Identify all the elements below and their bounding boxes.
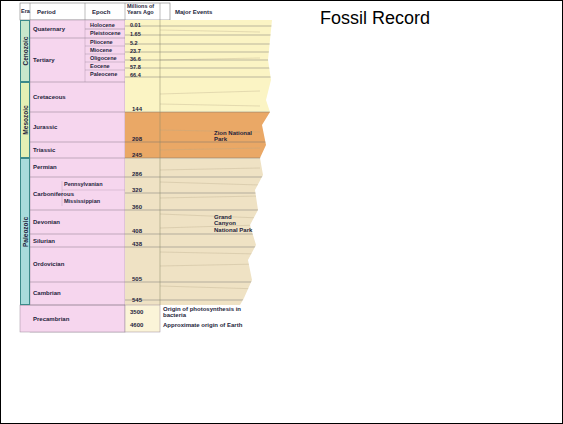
era-label: Mesozoic [22, 105, 29, 134]
period-label: Ordovician [33, 261, 64, 267]
age-number: 0.01 [130, 23, 141, 29]
epoch-label: Miocene [90, 48, 112, 54]
era-band: Paleozoic [20, 158, 30, 305]
era-label: Paleozoic [22, 217, 29, 247]
epoch-label: Pliocene [90, 40, 113, 46]
age-number: 320 [132, 187, 142, 193]
period-label: Cambrian [33, 290, 61, 296]
age-number: 144 [132, 106, 142, 112]
epoch-label: Pleistocene [90, 31, 121, 37]
strata-band: Zion National Park [125, 112, 262, 158]
epoch-label: Oligocene [90, 56, 117, 62]
period-label: Carboniferous [33, 191, 74, 197]
column-header: Millions of Years Ago [127, 4, 161, 16]
age-number: 4600 [130, 322, 143, 328]
column-header: Period [37, 9, 56, 15]
age-number: 545 [132, 297, 142, 303]
age-number: 1.65 [130, 32, 141, 38]
age-number: 286 [132, 171, 142, 177]
era-band: Cenozoic [20, 20, 30, 82]
epoch-label: Paleocene [90, 72, 117, 78]
period-label: Quaternary [33, 26, 65, 32]
event-label: Approximate origin of Earth [163, 322, 273, 328]
event-label: Zion National Park [214, 130, 258, 143]
epoch-label: Holocene [90, 23, 115, 29]
age-number: 57.8 [130, 65, 141, 71]
age-number: 36.6 [130, 57, 141, 63]
age-number: 408 [132, 228, 142, 234]
period-label: Permian [33, 164, 57, 170]
era-band: Mesozoic [20, 82, 30, 158]
period-label: Triassic [33, 147, 55, 153]
age-number: 5.2 [130, 41, 138, 47]
age-number: 245 [132, 152, 142, 158]
epoch-label: Eocene [90, 64, 110, 70]
era-label: Cenozoic [22, 37, 29, 66]
age-number: 23.7 [130, 49, 141, 55]
subperiod-label: Mississippian [64, 199, 100, 205]
age-number: 360 [132, 204, 142, 210]
age-number: 3500 [130, 309, 143, 315]
period-label: Precambrian [33, 316, 69, 322]
period-label: Tertiary [33, 57, 55, 63]
period-label: Cretaceous [33, 94, 66, 100]
event-label: Grand Canyon National Park [214, 214, 254, 233]
subperiod-label: Pennsylvanian [64, 182, 103, 188]
age-number: 438 [132, 241, 142, 247]
age-number: 66.4 [130, 73, 141, 79]
column-header: Era [21, 9, 30, 15]
age-number: 208 [132, 136, 142, 142]
slide-title: Fossil Record [320, 8, 430, 29]
age-number: 505 [132, 276, 142, 282]
event-label: Origin of photosynthesis in bacteria [163, 306, 263, 319]
period-label: Silurian [33, 238, 55, 244]
column-header: Major Events [175, 9, 212, 15]
period-label: Jurassic [33, 124, 57, 130]
period-label: Devonian [33, 219, 60, 225]
column-header: Epoch [92, 9, 110, 15]
